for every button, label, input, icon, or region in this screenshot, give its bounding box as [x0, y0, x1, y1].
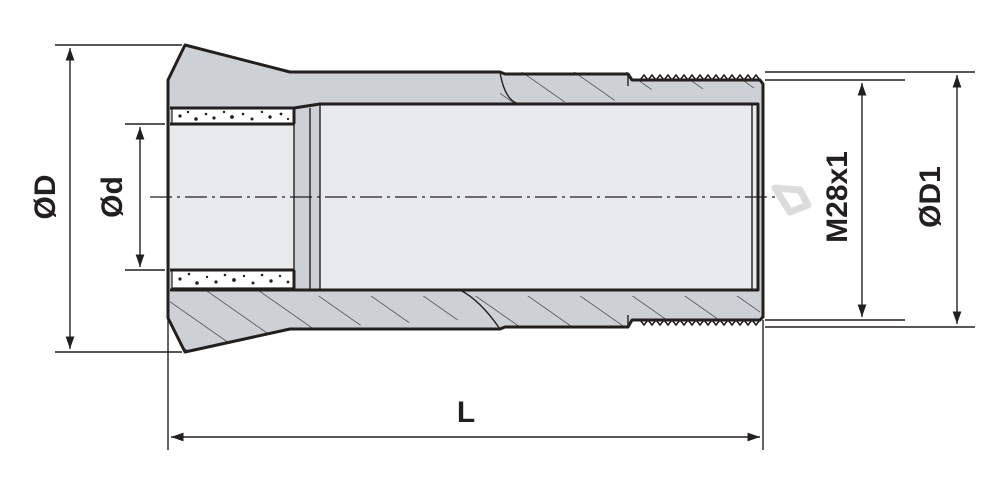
thread-teeth-bottom — [639, 318, 761, 327]
front-bore-outline — [170, 122, 294, 272]
grit-strip-bottom — [171, 269, 295, 289]
label-length: L — [457, 396, 475, 429]
dimension-lines — [65, 48, 962, 442]
hatch-bottom-wall — [170, 290, 760, 352]
label-outer-diameter: ØD — [29, 175, 62, 220]
label-bore-diameter: Ød — [96, 176, 129, 218]
thread-teeth-top — [639, 73, 761, 82]
extension-lines — [55, 44, 975, 450]
label-thread-diameter: ØD1 — [914, 166, 947, 228]
label-thread-spec: M28x1 — [821, 151, 854, 243]
collet-outline — [166, 43, 765, 354]
taper-lines — [459, 71, 629, 330]
grit-strip-top — [171, 107, 295, 125]
